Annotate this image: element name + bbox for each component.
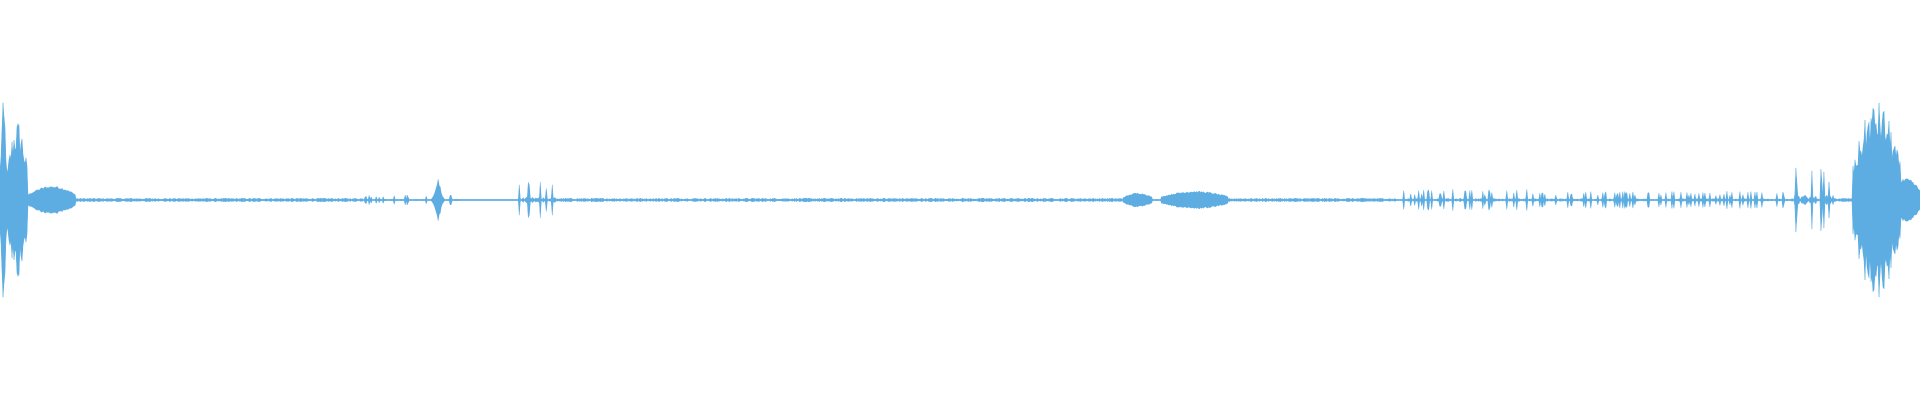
- waveform-trace: [0, 102, 1920, 298]
